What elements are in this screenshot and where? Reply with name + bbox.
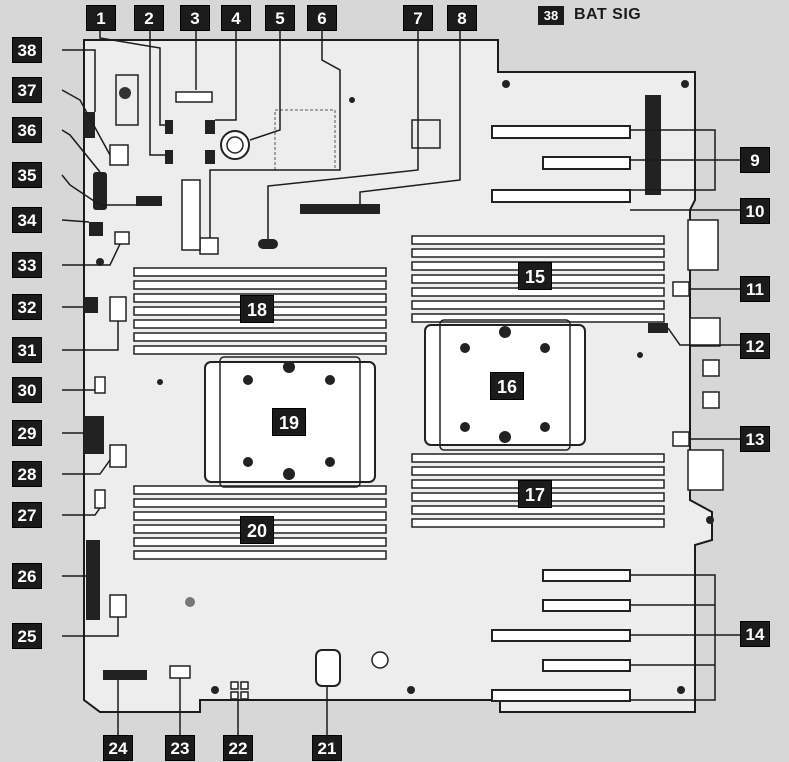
callout-2: 2 — [134, 5, 164, 31]
callout-7: 7 — [403, 5, 433, 31]
component-4 — [205, 120, 215, 134]
callout-36: 36 — [12, 117, 42, 143]
component-33 — [114, 231, 130, 245]
slot-group-14 — [491, 569, 631, 702]
component-28 — [109, 444, 127, 468]
component-23 — [169, 665, 191, 679]
callout-30: 30 — [12, 377, 42, 403]
callout-29: 29 — [12, 420, 42, 446]
callout-34: 34 — [12, 207, 42, 233]
component-12 — [648, 323, 668, 333]
callout-32: 32 — [12, 294, 42, 320]
component-21 — [315, 649, 341, 687]
callout-33: 33 — [12, 252, 42, 278]
component-37 — [109, 144, 129, 166]
component-13 — [672, 431, 690, 447]
slot-9-c — [491, 189, 631, 203]
component-27 — [94, 489, 106, 509]
component-vertical-riser — [181, 179, 201, 251]
slot-9-b — [542, 156, 631, 170]
leader-lines — [61, 16, 740, 735]
component-5-battery — [220, 130, 250, 160]
callout-16: 16 — [490, 372, 524, 400]
legend-label: BAT SIG — [574, 6, 642, 23]
callout-18: 18 — [240, 295, 274, 323]
callout-9: 9 — [740, 147, 770, 173]
component-24 — [103, 670, 147, 680]
legend-callout-number: 38 — [538, 5, 564, 25]
component-25 — [109, 594, 127, 618]
callout-5: 5 — [265, 5, 295, 31]
callout-15: 15 — [518, 262, 552, 290]
component-30 — [94, 376, 106, 394]
callout-10: 10 — [740, 198, 770, 224]
component-26 — [86, 540, 100, 620]
component-29 — [84, 416, 104, 454]
mounting-holes — [96, 80, 714, 694]
callout-4: 4 — [221, 5, 251, 31]
component-8 — [300, 204, 380, 214]
component-34 — [89, 222, 103, 236]
callout-37: 37 — [12, 77, 42, 103]
callout-23: 23 — [165, 735, 195, 761]
component-6 — [199, 237, 219, 255]
callout-25: 25 — [12, 623, 42, 649]
callout-1: 1 — [86, 5, 116, 31]
callout-3: 3 — [180, 5, 210, 31]
component-35 — [136, 196, 162, 206]
component-38-connector — [85, 112, 95, 138]
callout-27: 27 — [12, 502, 42, 528]
callout-21: 21 — [312, 735, 342, 761]
callout-14: 14 — [740, 621, 770, 647]
legend: 38 BAT SIG — [538, 3, 641, 27]
component-top-left-block — [115, 74, 139, 126]
callout-24: 24 — [103, 735, 133, 761]
callout-13: 13 — [740, 426, 770, 452]
slot-9-a — [491, 125, 631, 139]
component-22 — [230, 681, 249, 700]
callout-22: 22 — [223, 735, 253, 761]
callout-28: 28 — [12, 461, 42, 487]
callout-26: 26 — [12, 563, 42, 589]
callout-17: 17 — [518, 480, 552, 508]
component-36 — [93, 172, 107, 210]
component-31 — [109, 296, 127, 322]
component-1 — [165, 120, 173, 134]
callout-31: 31 — [12, 337, 42, 363]
component-11 — [672, 281, 690, 297]
component-2 — [165, 150, 173, 164]
callout-19: 19 — [272, 408, 306, 436]
callout-8: 8 — [447, 5, 477, 31]
component-4b — [205, 150, 215, 164]
callout-38: 38 — [12, 37, 42, 63]
callout-12: 12 — [740, 333, 770, 359]
callout-35: 35 — [12, 162, 42, 188]
component-7 — [258, 239, 278, 249]
callout-11: 11 — [740, 276, 770, 302]
component-3 — [175, 91, 213, 103]
component-32 — [84, 297, 98, 313]
callout-6: 6 — [307, 5, 337, 31]
callout-20: 20 — [240, 516, 274, 544]
